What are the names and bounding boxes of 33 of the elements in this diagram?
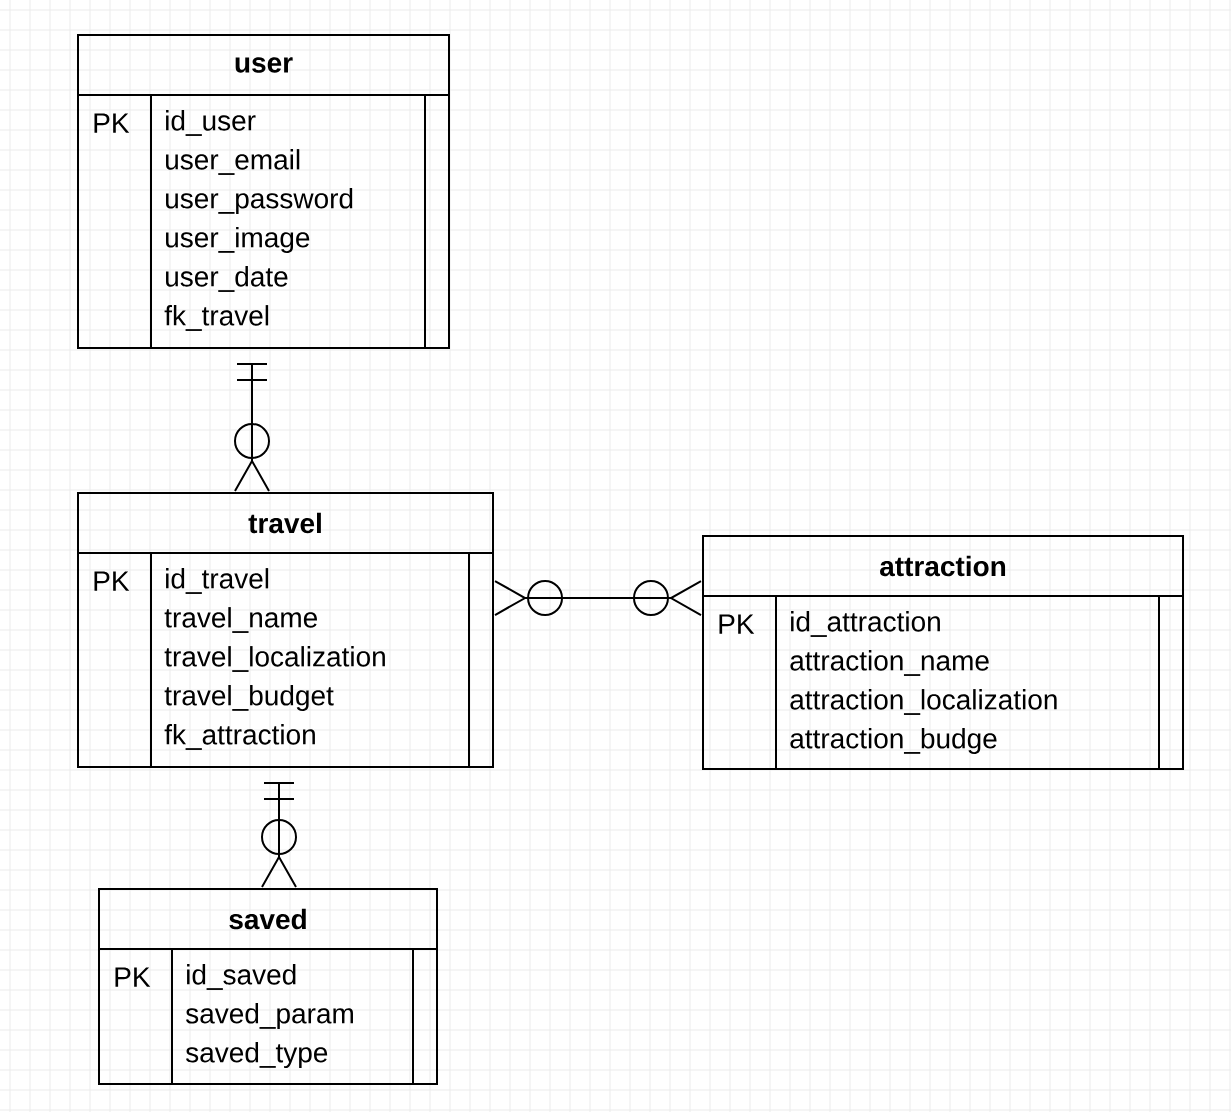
table-title: saved bbox=[229, 908, 306, 930]
key-label: PK bbox=[719, 614, 755, 634]
field-name: attraction_localization bbox=[790, 689, 1057, 715]
field-name: attraction_name bbox=[790, 650, 989, 676]
field-name: travel_name bbox=[164, 607, 317, 633]
field-name: user_email bbox=[166, 149, 300, 175]
key-label: PK bbox=[94, 571, 130, 591]
field-name: travel_budget bbox=[164, 684, 334, 712]
table-title: attraction bbox=[880, 555, 1006, 577]
field-name: user_password bbox=[166, 187, 353, 215]
field-name: saved_param bbox=[186, 1002, 353, 1030]
field-name: id_attraction bbox=[791, 611, 940, 637]
field-name: fk_attraction bbox=[164, 724, 315, 750]
entity-table bbox=[98, 888, 438, 1085]
field-name: id_saved bbox=[187, 964, 296, 990]
field-name: saved_type bbox=[186, 1041, 328, 1069]
relationship-line bbox=[261, 782, 297, 888]
entity-table bbox=[77, 34, 450, 349]
table-title: travel bbox=[248, 512, 321, 534]
relationship-line bbox=[234, 363, 270, 492]
entity-table bbox=[77, 492, 494, 768]
entity-table bbox=[702, 535, 1184, 770]
table-title: user bbox=[235, 57, 293, 73]
field-name: fk_travel bbox=[164, 305, 269, 331]
field-name: id_user bbox=[166, 110, 256, 136]
field-name: user_image bbox=[166, 226, 310, 254]
relationship-line bbox=[494, 580, 702, 616]
field-name: attraction_budge bbox=[790, 727, 997, 755]
field-name: user_date bbox=[166, 266, 288, 292]
key-label: PK bbox=[94, 113, 130, 133]
key-label: PK bbox=[115, 967, 151, 987]
field-name: id_travel bbox=[166, 568, 269, 594]
field-name: travel_localization bbox=[164, 646, 385, 672]
